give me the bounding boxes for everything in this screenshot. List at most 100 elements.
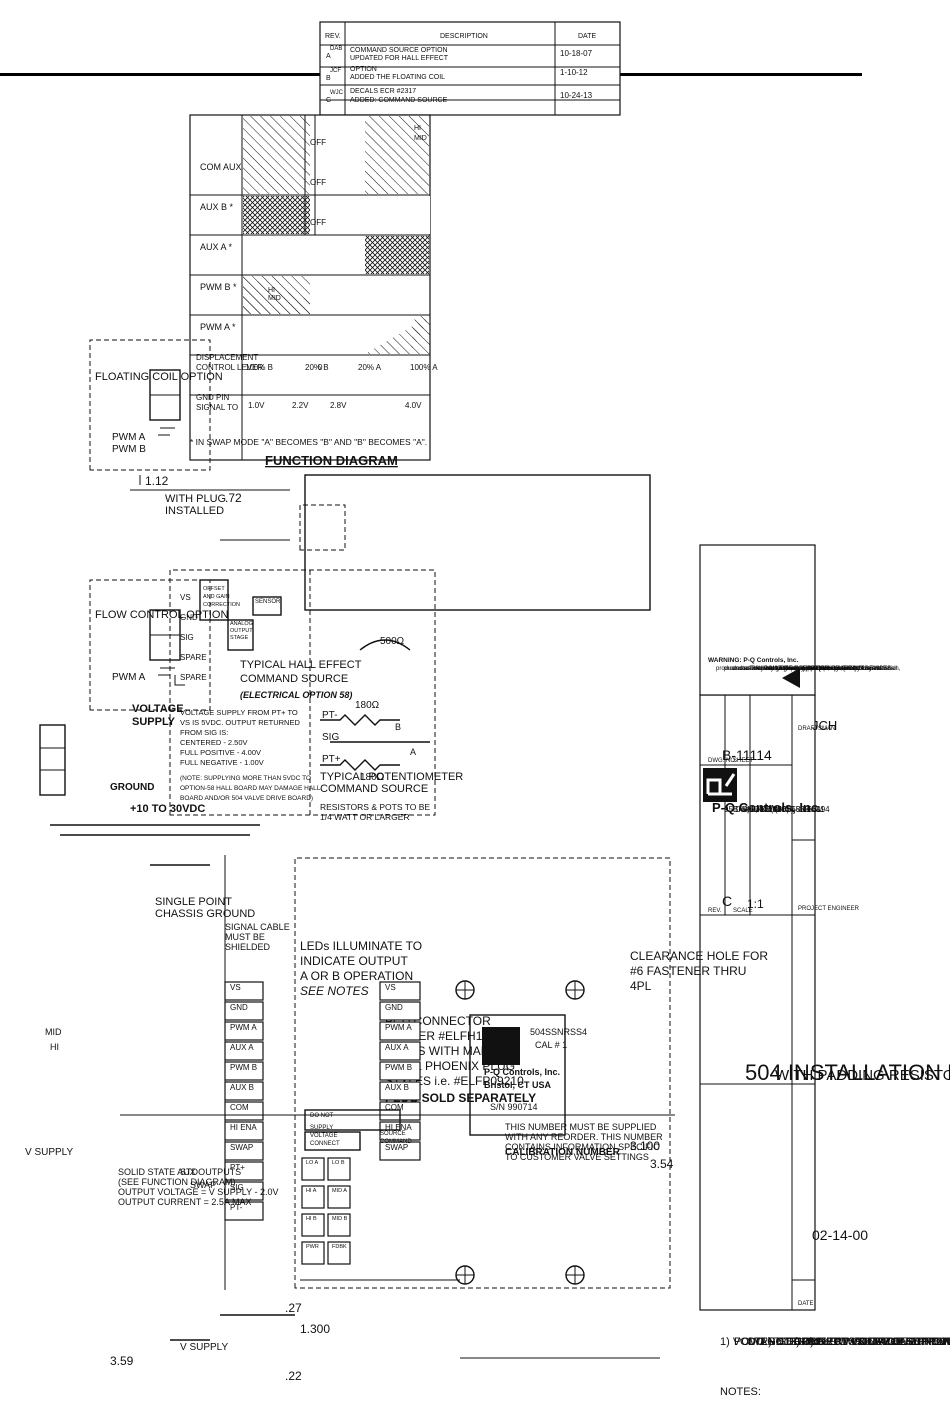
led-label: HI A [306, 1188, 317, 1194]
connect-label: SUPPLY [310, 1125, 333, 1131]
pot-title: COMMAND SOURCE [320, 783, 428, 795]
led-label: LO A [306, 1160, 319, 1166]
hall-terminal-label: SPARE [180, 673, 207, 682]
plate-city: Bristol, CT USA [484, 1080, 552, 1090]
pot-b: B [395, 722, 401, 732]
lever-tick: 20% B [305, 363, 329, 372]
aux-output-note: OUTPUT VOLTAGE = V SUPPLY - 2.0V [118, 1187, 278, 1197]
pot-pt-plus: PT+ [322, 754, 341, 765]
floating-coil-title: FLOATING COIL OPTION [95, 371, 223, 383]
warning-line: products. They are NOT safety devices, [724, 666, 830, 672]
address-line: 95 Dolphin Rd. [724, 805, 777, 814]
row-label-com-aux: COM AUX [200, 162, 242, 172]
offset-gain: OFFSET [203, 586, 225, 592]
dim-22: .22 [285, 1369, 302, 1383]
rev-a-date: 10-18-07 [560, 49, 593, 58]
terminal-label: AUX B [230, 1083, 254, 1092]
off-label: OFF [310, 218, 326, 227]
hall-terminal-label: SIG [180, 633, 194, 642]
rev-c: C [326, 97, 331, 104]
do-not-label: DO NOT [310, 1113, 334, 1119]
hall-caution-line: BOARD AND/OR 504 VALVE DRIVE BOARD) [180, 795, 313, 802]
drawing-subtitle: WITH PADDING RESISTORS OFF BOARD [775, 1067, 950, 1084]
led-label: FDBK [332, 1244, 347, 1250]
calibration-note: CONTAINS INFORMATION SPECIFIC [505, 1142, 660, 1152]
terminal-cell [379, 1061, 421, 1081]
hall-terminal-label: VS [180, 593, 191, 602]
warning-line: safety standards. P-Q Controls, Inc. sha… [788, 666, 897, 672]
dim-1300: 1.300 [300, 1322, 330, 1336]
hall-option: (ELECTRICAL OPTION 58) [240, 690, 352, 700]
leds-note: LEDs ILLUMINATE TO [300, 939, 422, 953]
led-indicator [327, 1241, 351, 1265]
dimensions: 3.59 1.300 .27 .22 3.100 3.54 [110, 855, 675, 1383]
scale-value: 1:1 [747, 897, 764, 911]
note-3: 3) OUTPUTS & LEDs ARE REVERSED IN SWAP M… [790, 1336, 950, 1348]
terminal-label: AUX A [385, 1043, 409, 1052]
hi-label: HI [268, 287, 275, 294]
pq-logo [703, 768, 737, 802]
plate-cal: CAL # 1 [535, 1040, 567, 1050]
warning-exclamation-icon: ! [797, 671, 800, 682]
sheet-label: SHEET [733, 758, 753, 764]
terminal-label: PT- [230, 1203, 243, 1212]
date-label: DATE [798, 1301, 814, 1307]
led-label: HI B [306, 1216, 317, 1222]
cable-note: MUST BE [225, 932, 265, 942]
rev-a-desc: COMMAND SOURCE OPTION [350, 47, 448, 54]
command-label: COMMAND [380, 1139, 412, 1145]
signal-tick: 1.0V [248, 401, 265, 410]
pwm-a-label: PWM A [112, 672, 146, 683]
hall-terminal-label: GND [180, 613, 198, 622]
rev-c-by: WJC [330, 90, 344, 96]
voltage-supply-label: VOLTAGE [132, 703, 184, 715]
pwm-b-label: PWM B [112, 444, 146, 455]
pot-title: TYPICAL POTENTIOMETER [320, 771, 463, 783]
terminal-label: COM [385, 1103, 404, 1112]
led-indicator [301, 1157, 325, 1181]
led-indicator [301, 1213, 325, 1237]
pot-a: A [410, 747, 416, 757]
rev-a-by: DAB [330, 46, 342, 52]
voltage-supply: VOLTAGE SUPPLY GROUND +10 TO 30VDC SINGL… [39, 703, 260, 920]
note-2-sub: NOTE: WHEN MID OPTION IS NOT USED, MID T… [776, 1336, 950, 1348]
flow-control-option: FLOW CONTROL OPTION PWM A [89, 579, 228, 711]
pot-pt-minus: PT- [322, 710, 338, 721]
row-label-aux-b: AUX B * [200, 202, 234, 212]
clearance-note: 4PL [630, 979, 652, 993]
revision-table: REV. DESCRIPTION DATE A DAB UPDATED FOR … [319, 21, 621, 116]
warning-heading: WARNING: P-Q Controls, Inc. [708, 657, 798, 664]
pwm-a-label: PWM A [112, 432, 146, 443]
warning-text: products are intended as general purpose… [716, 666, 901, 672]
hall-caution-line: OPTION-58 HALL BOARD MAY DAMAGE HALL [180, 785, 321, 792]
warning-line: application or safety of systems. [804, 666, 890, 672]
engineer-label: PROJECT ENGINEER [798, 906, 860, 912]
date-header: DATE [578, 33, 596, 40]
lever-tick: 100% B [245, 363, 273, 372]
rev-b-by: JCF [330, 68, 341, 74]
address-line: Bristol, CT 06010 [733, 805, 795, 814]
warning-box: ! WARNING: P-Q Controls, Inc. products a… [699, 544, 901, 696]
rev-c-desc: ADDED: COMMAND SOURCE [350, 97, 448, 104]
aux-output-note: (SEE FUNCTION DIAGRAM) [118, 1177, 236, 1187]
terminal-label: SWAP [385, 1143, 408, 1152]
plug-dimension: 1.12 WITH PLUG INSTALLED .72 [130, 474, 651, 611]
warning-line: must be installed and maintained to meet [772, 666, 882, 672]
with-plug-label: INSTALLED [165, 505, 224, 517]
leds-note: INDICATE OUTPUT [300, 954, 408, 968]
rev-c-date: 10-24-13 [560, 91, 593, 100]
offset-gain: CORRECTION [203, 602, 240, 608]
pot-r1: 180Ω [355, 700, 380, 711]
aux-output-note: SOLID STATE AUX OUTPUTS [118, 1167, 241, 1177]
terminal-label: PWM A [385, 1023, 412, 1032]
terminal-label: PWM B [230, 1063, 257, 1072]
signal-tick: 2.8V [330, 401, 347, 410]
hall-title: TYPICAL HALL EFFECT [240, 659, 362, 671]
led-label: MID B [332, 1216, 348, 1222]
rev-b-date: 1-10-12 [560, 68, 588, 77]
note-2: 2) TURNING TRIMPOT ADJUSTMENT SCREWS CW … [762, 1336, 950, 1348]
rev-b-desc: ADDED THE FLOATING COIL [350, 74, 445, 81]
company-name: P-Q Controls, Inc. [712, 800, 822, 815]
